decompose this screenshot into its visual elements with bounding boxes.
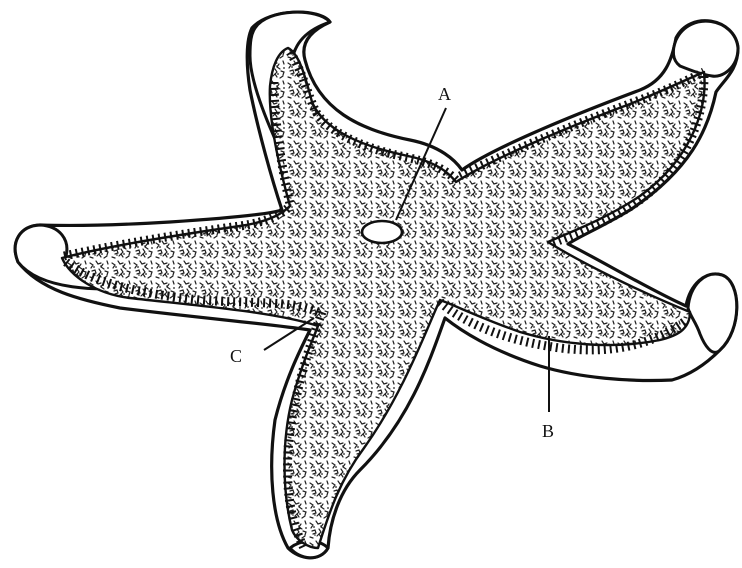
label-c: C: [230, 346, 242, 366]
label-b-group: B: [542, 336, 554, 441]
madreporite: [362, 221, 402, 243]
arm-tip-top-right: [673, 21, 738, 76]
label-b: B: [542, 421, 554, 441]
starfish-body: [62, 48, 705, 548]
label-a: A: [438, 84, 451, 104]
